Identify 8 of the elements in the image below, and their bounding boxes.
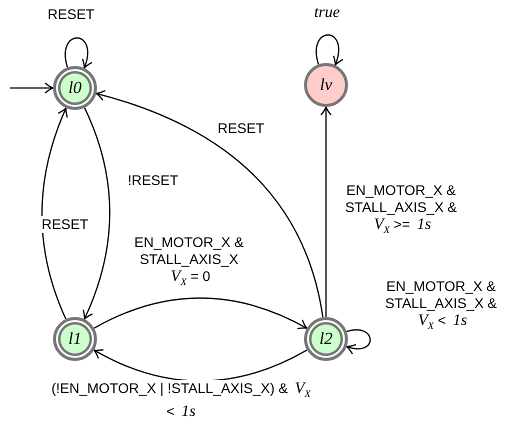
state-name: lv <box>320 75 332 95</box>
state-name: l0 <box>68 78 82 98</box>
state-name: l2 <box>319 329 333 349</box>
accepting-state-circle <box>53 317 97 361</box>
accepting-state-circle <box>53 66 97 110</box>
state-circle <box>304 63 348 107</box>
accepting-state-circle <box>304 317 348 361</box>
state-name: l1 <box>68 329 82 349</box>
